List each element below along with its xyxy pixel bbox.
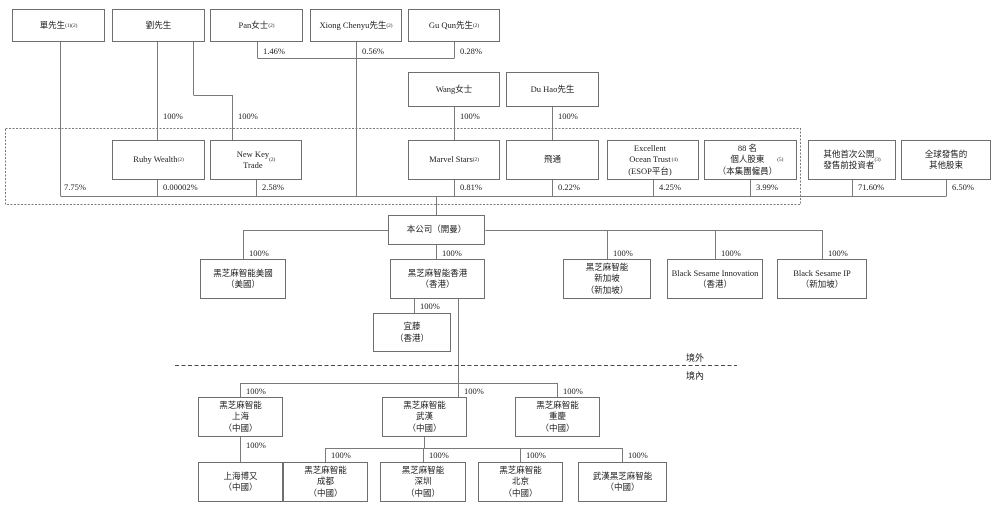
- node-black-sesame-shanghai: 黑芝麻智能上海（中國）: [198, 397, 283, 437]
- node-ruby-wealth: Ruby Wealth(2): [112, 140, 205, 180]
- ownership-percentage: 100%: [721, 248, 741, 258]
- node-black-sesame-innovation: Black Sesame Innovation（香港）: [667, 259, 763, 299]
- node-other-global-offering-shareholders: 全球發售的其他股束: [901, 140, 991, 180]
- node-company-cayman: 本公司（開曼）: [388, 215, 485, 245]
- ownership-percentage: 3.99%: [756, 182, 778, 192]
- ownership-percentage: 0.22%: [558, 182, 580, 192]
- node-yiteng-hk: 宜藤（香港）: [373, 313, 451, 352]
- ownership-percentage: 1.46%: [263, 46, 285, 56]
- ownership-percentage: 100%: [246, 386, 266, 396]
- ownership-percentage: 6.50%: [952, 182, 974, 192]
- ownership-percentage: 100%: [420, 301, 440, 311]
- node-mr-shan: 單先生(1)(2): [12, 9, 105, 42]
- node-black-sesame-singapore: 黑芝麻智能新加坡（新加坡）: [563, 259, 651, 299]
- ownership-percentage: 0.28%: [460, 46, 482, 56]
- node-black-sesame-wuhan: 黑芝麻智能武漢（中國）: [382, 397, 467, 437]
- ownership-percentage: 100%: [238, 111, 258, 121]
- connector-line-group: [60, 42, 947, 462]
- node-mr-gu-qun: Gu Qun先生(2): [408, 9, 500, 42]
- ownership-percentage: 100%: [526, 450, 546, 460]
- ownership-percentage: 100%: [246, 440, 266, 450]
- ownership-percentage: 100%: [628, 450, 648, 460]
- ownership-percentage: 100%: [331, 450, 351, 460]
- node-mr-xiong-chenyu: Xiong Chenyu先生(2): [310, 9, 402, 42]
- ownership-percentage: 100%: [563, 386, 583, 396]
- node-marvel-stars: Marvel Stars(2): [408, 140, 500, 180]
- node-black-sesame-us: 黑芝麻智能美國（美國）: [200, 259, 286, 299]
- ownership-percentage: 0.81%: [460, 182, 482, 192]
- ownership-percentage: 100%: [163, 111, 183, 121]
- ownership-percentage: 100%: [429, 450, 449, 460]
- ownership-percentage: 100%: [442, 248, 462, 258]
- node-other-pre-ipo-investors: 其他首次公開發售前投資者(3): [808, 140, 896, 180]
- node-ms-wang: Wang女士: [408, 72, 500, 107]
- node-black-sesame-ip: Black Sesame IP（新加坡）: [777, 259, 867, 299]
- node-black-sesame-hk: 黑芝麻智能香港（香港）: [390, 259, 485, 299]
- ownership-percentage: 0.00002%: [163, 182, 198, 192]
- ownership-percentage: 2.58%: [262, 182, 284, 192]
- node-shanghai-boyou: 上海博又（中國）: [198, 462, 283, 502]
- ownership-percentage: 100%: [613, 248, 633, 258]
- node-mr-liu: 劉先生: [112, 9, 205, 42]
- ownership-percentage: 100%: [828, 248, 848, 258]
- node-ms-pan: Pan女士(2): [210, 9, 303, 42]
- controlled-group-dashed-border: [5, 128, 801, 205]
- ownership-percentage: 0.56%: [362, 46, 384, 56]
- ownership-percentage: 71.60%: [858, 182, 885, 192]
- offshore-label: 境外: [686, 353, 705, 363]
- ownership-percentage: 100%: [464, 386, 484, 396]
- node-black-sesame-chongqing: 黑芝麻智能重慶（中國）: [515, 397, 600, 437]
- ownership-percentage: 4.25%: [659, 182, 681, 192]
- ownership-percentage: 100%: [558, 111, 578, 121]
- ownership-percentage: 100%: [460, 111, 480, 121]
- node-black-sesame-chengdu: 黑芝麻智能成都（中國）: [283, 462, 368, 502]
- node-wuhan-black-sesame: 武漢黑芝麻智能（中國）: [578, 462, 667, 502]
- ownership-percentage: 7.75%: [64, 182, 86, 192]
- node-black-sesame-shenzhen: 黑芝麻智能深圳（中國）: [380, 462, 466, 502]
- node-88-individual-shareholders: 88 名個人股東（本集團僱員）(5): [704, 140, 797, 180]
- node-mr-du-hao: Du Hao先生: [506, 72, 599, 107]
- ownership-percentage: 100%: [249, 248, 269, 258]
- node-feitong: 飛通: [506, 140, 599, 180]
- onshore-label: 境內: [686, 371, 705, 381]
- node-black-sesame-beijing: 黑芝麻智能北京（中國）: [478, 462, 563, 502]
